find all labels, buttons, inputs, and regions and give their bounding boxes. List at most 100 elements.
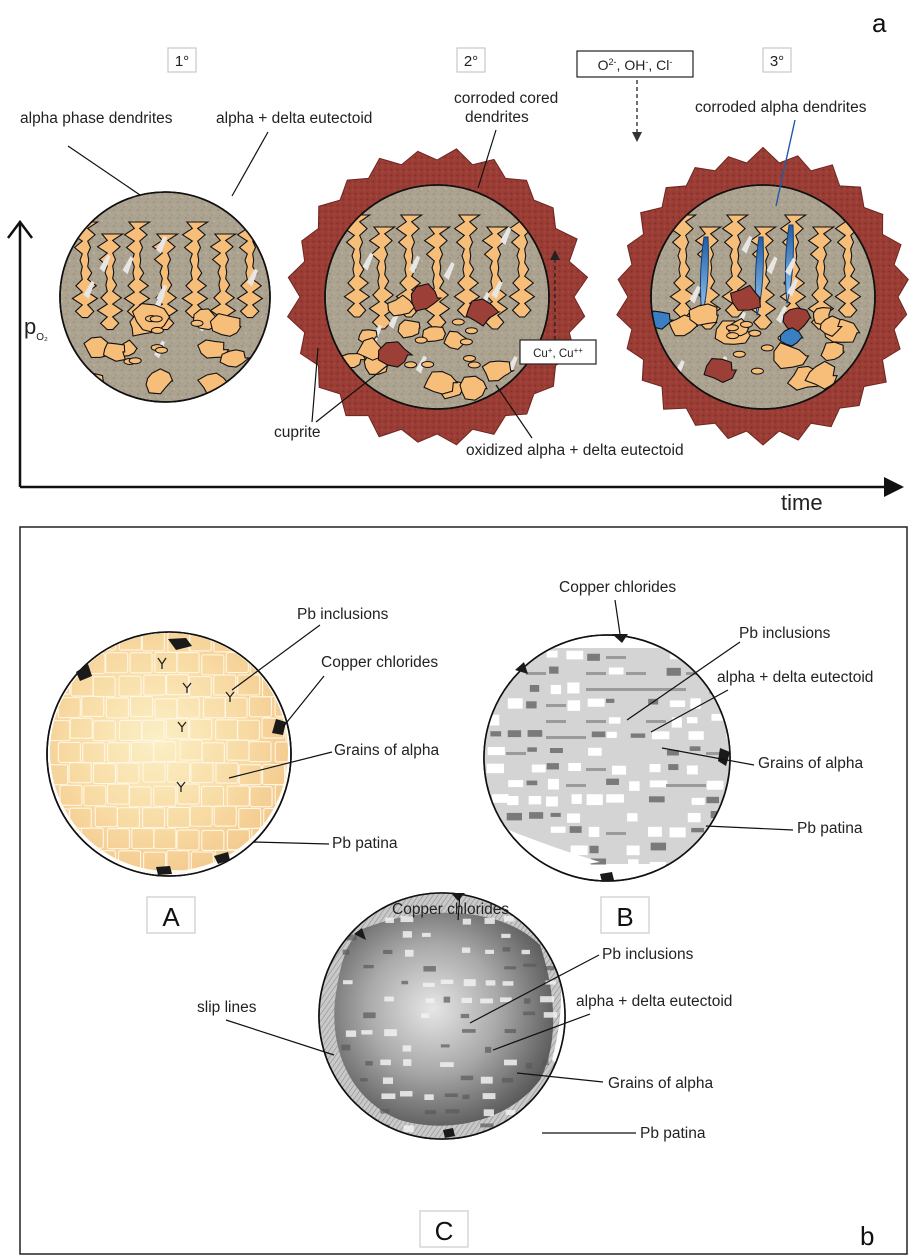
eutectoid-patch: [528, 730, 543, 737]
eutectoid-line: [566, 784, 586, 787]
alpha-grain: [567, 813, 580, 822]
label-corroded-cored-2: dendrites: [465, 109, 529, 126]
alpha-grain: [650, 862, 667, 870]
alpha-grain: [729, 699, 739, 706]
x-axis: time: [20, 477, 904, 515]
A-label-copper-chlorides: Copper chlorides: [321, 654, 438, 671]
small-island: [463, 355, 475, 361]
panel-a-letter: a: [872, 8, 887, 38]
eutectoid-line: [646, 688, 666, 691]
eutectoid-patch: [547, 763, 559, 769]
small-island: [452, 319, 464, 325]
B-label-copper-chlorides: Copper chlorides: [559, 579, 676, 596]
eutectoid-patch: [549, 667, 558, 674]
alpha-grain: [341, 1124, 355, 1130]
eutectoid-patch: [706, 797, 719, 803]
sample-C-caption: C: [435, 1216, 454, 1246]
alpha-grain: [567, 682, 579, 693]
alpha-grain: [670, 827, 686, 837]
alpha-grain: [609, 667, 624, 674]
eutectoid-patch: [461, 1014, 469, 1018]
alpha-grain: [688, 813, 701, 822]
alpha-grain: [652, 731, 669, 739]
eutectoid-patch: [502, 1078, 513, 1083]
eutectoid-patch: [446, 1109, 460, 1113]
alpha-grain: [60, 873, 82, 893]
alpha-grain: [551, 685, 561, 694]
small-island: [468, 362, 480, 368]
stage1-microstructure: [60, 192, 270, 402]
alpha-grain: [483, 1093, 496, 1099]
eutectoid-patch: [504, 966, 516, 969]
alpha-grain: [544, 933, 554, 938]
alpha-grain: [548, 779, 559, 790]
B-label-pb-inclusions: Pb inclusions: [739, 625, 831, 642]
C-label-grains-of-alpha: Grains of alpha: [608, 1075, 713, 1092]
eutectoid-patch: [507, 813, 522, 820]
alpha-grain: [239, 631, 261, 651]
eutectoid-patch: [729, 650, 738, 655]
alpha-grain: [566, 651, 583, 660]
sample-C-surface: [334, 913, 553, 1126]
eutectoid-patch: [503, 947, 511, 951]
eutectoid-line: [606, 656, 626, 659]
eutectoid-patch: [441, 1044, 450, 1047]
alpha-grain: [346, 1030, 356, 1036]
eutectoid-island: [83, 374, 103, 389]
alpha-grain: [650, 780, 667, 787]
alpha-grain: [361, 1030, 372, 1034]
eutectoid-patch: [527, 747, 537, 751]
alpha-grain: [403, 1125, 413, 1132]
eutectoid-patch: [545, 966, 555, 970]
alpha-grain: [298, 873, 320, 893]
eutectoid-patch: [590, 846, 599, 853]
alpha-grain: [405, 950, 414, 957]
alpha-grain: [364, 1126, 374, 1132]
small-island: [465, 328, 477, 334]
alpha-grain: [239, 852, 261, 872]
sample-A: A: [45, 630, 322, 933]
eutectoid-line: [606, 832, 626, 835]
eutectoid-patch: [526, 1063, 532, 1069]
alpha-grain: [672, 717, 682, 727]
alpha-grain: [226, 874, 248, 894]
alpha-grain: [506, 651, 517, 660]
alpha-grain: [202, 872, 224, 892]
eutectoid-patch: [520, 1111, 531, 1117]
alpha-grain: [275, 872, 297, 892]
eutectoid-patch: [730, 829, 743, 835]
C-label-eutectoid: alpha + delta eutectoid: [576, 993, 732, 1010]
alpha-grain: [687, 766, 698, 775]
sample-A-caption: A: [162, 902, 180, 932]
eutectoid-patch: [462, 1095, 469, 1099]
alpha-grain: [262, 630, 284, 650]
eutectoid-patch: [423, 966, 435, 971]
alpha-grain: [522, 950, 530, 954]
sample-B: B: [484, 634, 746, 933]
alpha-grain: [487, 764, 504, 774]
eutectoid-line: [586, 720, 606, 723]
alpha-grain: [540, 996, 554, 1002]
eutectoid-patch: [343, 950, 350, 955]
alpha-grain: [462, 948, 470, 953]
alpha-grain: [400, 1091, 412, 1096]
B-label-pb-patina: Pb patina: [797, 820, 863, 837]
eutectoid-patch: [570, 826, 582, 833]
y-axis-label: pO₂: [24, 314, 48, 343]
alpha-grain: [706, 829, 716, 837]
alpha-grain: [692, 798, 705, 805]
small-island: [129, 358, 141, 364]
alpha-grain: [426, 998, 435, 1003]
alpha-grain: [343, 980, 353, 984]
alpha-grain: [106, 874, 128, 894]
stage-box-3: 3°: [763, 48, 791, 72]
alpha-grain: [422, 933, 431, 937]
alpha-grain: [627, 813, 637, 821]
alpha-grain: [384, 997, 394, 1002]
stage-label-3: 3°: [770, 53, 784, 70]
alpha-grain: [403, 1045, 412, 1051]
sample-B-caption: B: [616, 902, 633, 932]
eutectoid-patch: [587, 654, 600, 661]
